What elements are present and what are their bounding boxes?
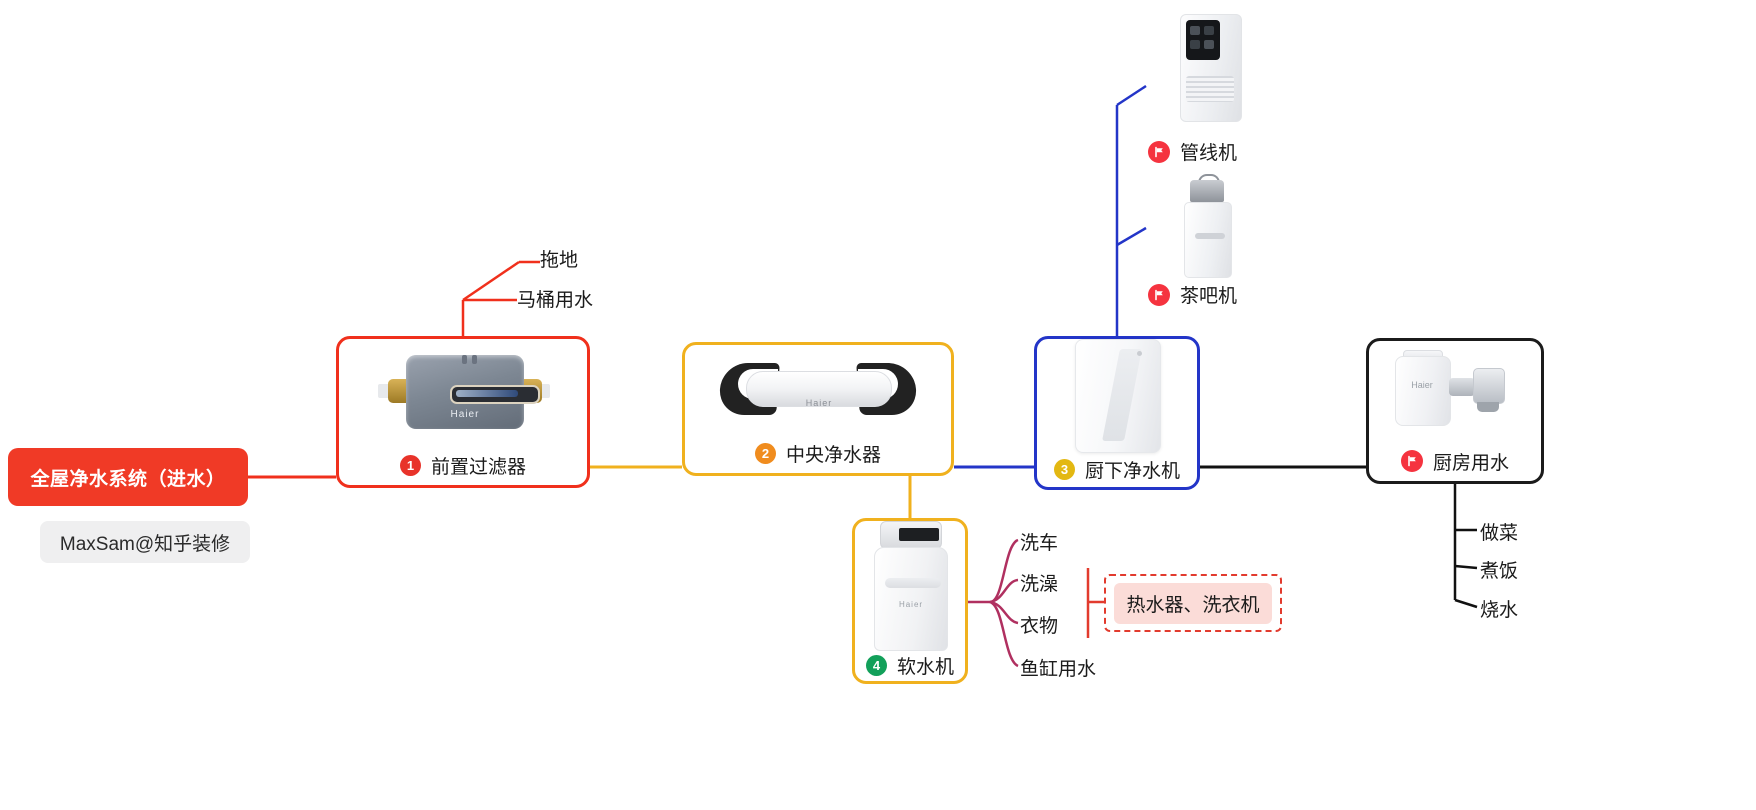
leaf-pipeline-machine-label: 管线机: [1180, 143, 1238, 164]
leaf-cooking-rice-label: 煮饭: [1480, 561, 1519, 582]
leaf-boiling-water-label: 烧水: [1480, 600, 1519, 621]
watermark-text: MaxSam@知乎装修: [59, 533, 231, 555]
central-purifier-image: Haier: [685, 345, 951, 433]
leaf-fish-tank-water[interactable]: 鱼缸用水: [1020, 654, 1096, 681]
leaf-cooking-rice[interactable]: 煮饭: [1480, 556, 1518, 583]
node-prefilter[interactable]: Haier 1 前置过滤器: [336, 336, 590, 488]
leaf-tea-bar-machine[interactable]: 茶吧机: [1148, 281, 1237, 308]
leaf-car-wash-label: 洗车: [1020, 533, 1059, 554]
root-node[interactable]: 全屋净水系统（进水）: [8, 448, 248, 506]
leaf-boiling-water[interactable]: 烧水: [1480, 595, 1518, 622]
water-softener-label: 软水机: [896, 656, 954, 678]
under-sink-purifier-caption: 3 厨下净水机: [1037, 451, 1197, 487]
central-purifier-label: 中央净水器: [785, 444, 881, 466]
node-water-softener[interactable]: Haier 4 软水机: [852, 518, 968, 684]
leaf-clothes-label: 衣物: [1020, 616, 1059, 637]
watermark: MaxSam@知乎装修: [40, 521, 250, 563]
under-sink-purifier-number-badge: 3: [1053, 458, 1075, 480]
prefilter-label: 前置过滤器: [430, 456, 526, 478]
leaf-cooking-dishes[interactable]: 做菜: [1480, 518, 1518, 545]
node-under-sink-purifier[interactable]: 3 厨下净水机: [1034, 336, 1200, 490]
prefilter-caption: 1 前置过滤器: [339, 445, 587, 485]
node-kitchen-water[interactable]: Haier 厨房用水: [1366, 338, 1544, 484]
leaf-bathing-label: 洗澡: [1020, 574, 1059, 595]
flag-icon: [1400, 450, 1423, 472]
softener-note-box[interactable]: 热水器、洗衣机: [1104, 574, 1282, 632]
water-softener-caption: 4 软水机: [855, 649, 965, 681]
central-purifier-number-badge: 2: [754, 442, 776, 464]
prefilter-number-badge: 1: [399, 454, 421, 476]
kitchen-water-label: 厨房用水: [1432, 452, 1509, 474]
leaf-tea-bar-machine-label: 茶吧机: [1180, 286, 1238, 307]
leaf-toilet-water-label: 马桶用水: [517, 290, 594, 311]
central-purifier-caption: 2 中央净水器: [685, 433, 951, 473]
water-softener-image: Haier: [855, 521, 965, 651]
softener-note-text: 热水器、洗衣机: [1114, 582, 1272, 624]
root-label: 全屋净水系统（进水）: [30, 468, 226, 490]
leaf-cooking-dishes-label: 做菜: [1480, 523, 1519, 544]
under-sink-purifier-label: 厨下净水机: [1084, 460, 1180, 482]
kitchen-faucet-image: Haier: [1369, 341, 1541, 441]
water-softener-number-badge: 4: [865, 654, 887, 676]
flag-icon: [1148, 140, 1170, 163]
under-sink-purifier-image: [1037, 339, 1197, 453]
leaf-car-wash[interactable]: 洗车: [1020, 528, 1058, 555]
node-central-purifier[interactable]: Haier 2 中央净水器: [682, 342, 954, 476]
tea-bar-machine-image: [1182, 174, 1232, 278]
pipeline-machine-image: [1180, 14, 1242, 122]
prefilter-image: Haier: [339, 339, 587, 445]
leaf-pipeline-machine[interactable]: 管线机: [1148, 138, 1237, 165]
leaf-mopping[interactable]: 拖地: [540, 245, 578, 272]
leaf-clothes[interactable]: 衣物: [1020, 611, 1058, 638]
leaf-toilet-water[interactable]: 马桶用水: [517, 285, 593, 312]
leaf-bathing[interactable]: 洗澡: [1020, 569, 1058, 596]
kitchen-water-caption: 厨房用水: [1369, 441, 1541, 481]
leaf-mopping-label: 拖地: [540, 250, 579, 271]
leaf-fish-tank-water-label: 鱼缸用水: [1020, 659, 1097, 680]
flag-icon: [1148, 283, 1170, 306]
